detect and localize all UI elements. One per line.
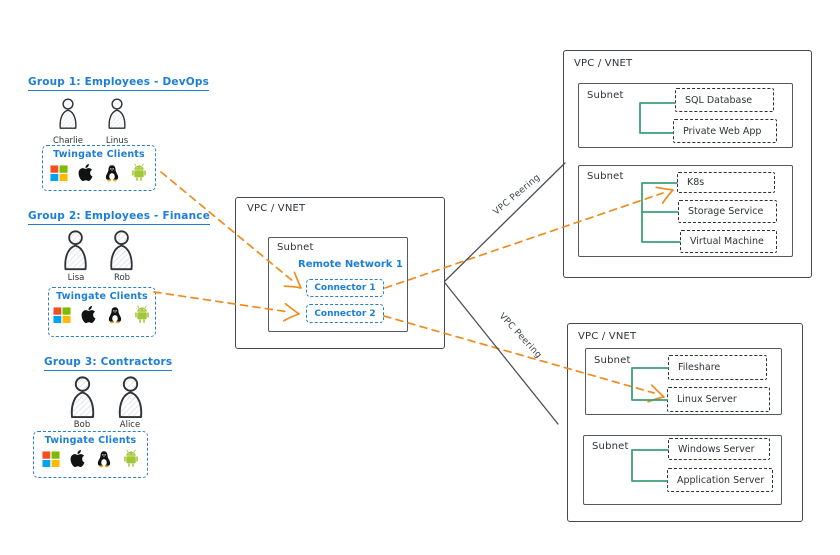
- person-icon: [111, 375, 150, 419]
- resource-linux-server: Linux Server: [667, 387, 770, 412]
- vpc-bottom: [567, 323, 803, 522]
- resource-application-server: Application Server: [667, 468, 773, 492]
- windows-icon: [42, 450, 60, 468]
- vpc-remote-label: VPC / VNET: [247, 203, 306, 214]
- windows-icon: [53, 306, 71, 324]
- user-name: Bob: [73, 420, 91, 430]
- vpc-peering-label-bottom: VPC Peering: [496, 311, 544, 361]
- user-name: Linus: [105, 136, 129, 146]
- person-icon: [63, 375, 102, 419]
- resource-virtual-machine: Virtual Machine: [680, 230, 777, 253]
- person-icon: [103, 229, 140, 271]
- group-2-title: Group 2: Employees - Finance: [28, 210, 211, 225]
- windows-icon: [50, 164, 68, 182]
- resource-fileshare: Fileshare: [668, 355, 767, 380]
- apple-icon: [77, 164, 94, 181]
- android-icon: [133, 305, 151, 324]
- person-icon: [103, 97, 131, 130]
- remote-network-label: Remote Network 1: [298, 259, 403, 270]
- connector-1: Connector 1: [306, 279, 384, 297]
- person-icon: [57, 229, 94, 271]
- android-icon: [122, 449, 140, 468]
- android-icon: [130, 163, 148, 182]
- user-name: Charlie: [53, 136, 83, 146]
- person-icon: [54, 97, 82, 130]
- apple-icon: [69, 450, 86, 467]
- resource-sql-database: SQL Database: [675, 88, 774, 112]
- linux-icon: [103, 164, 121, 182]
- vpc-top-subnet-2-label: Subnet: [587, 171, 624, 182]
- group-1-title: Group 1: Employees - DevOps: [28, 76, 210, 91]
- vpc-bottom-label: VPC / VNET: [578, 331, 637, 342]
- vpc-bottom-subnet-1-label: Subnet: [594, 355, 631, 366]
- group-3-title: Group 3: Contractors: [44, 356, 173, 371]
- resource-private-web-app: Private Web App: [673, 119, 777, 143]
- vpc-peering-label-top: VPC Peering: [491, 172, 543, 218]
- resource-storage-service: Storage Service: [678, 200, 777, 223]
- twingate-clients-label: Twingate Clients: [53, 149, 145, 160]
- twingate-clients-box: Twingate Clients: [42, 145, 156, 191]
- user-name: Rob: [113, 273, 131, 283]
- connector-2: Connector 2: [306, 304, 384, 323]
- twingate-clients-box: Twingate Clients: [48, 287, 156, 337]
- linux-icon: [106, 306, 124, 324]
- linux-icon: [95, 450, 113, 468]
- vpc-bottom-subnet-2-label: Subnet: [592, 441, 629, 452]
- vpc-top-subnet-1: [578, 83, 793, 148]
- user-name: Lisa: [67, 273, 85, 283]
- twingate-clients-label: Twingate Clients: [44, 435, 137, 446]
- resource-windows-server: Windows Server: [668, 438, 770, 460]
- subnet-remote-label: Subnet: [277, 242, 314, 253]
- vpc-top-subnet-1-label: Subnet: [587, 90, 624, 101]
- resource-k8s: K8s: [677, 172, 775, 193]
- user-name: Alice: [119, 420, 141, 430]
- vpc-bottom-subnet-2: [583, 435, 782, 505]
- twingate-clients-label: Twingate Clients: [56, 291, 148, 302]
- vpc-top-label: VPC / VNET: [574, 58, 633, 69]
- twingate-clients-box: Twingate Clients: [33, 431, 148, 478]
- apple-icon: [80, 306, 97, 323]
